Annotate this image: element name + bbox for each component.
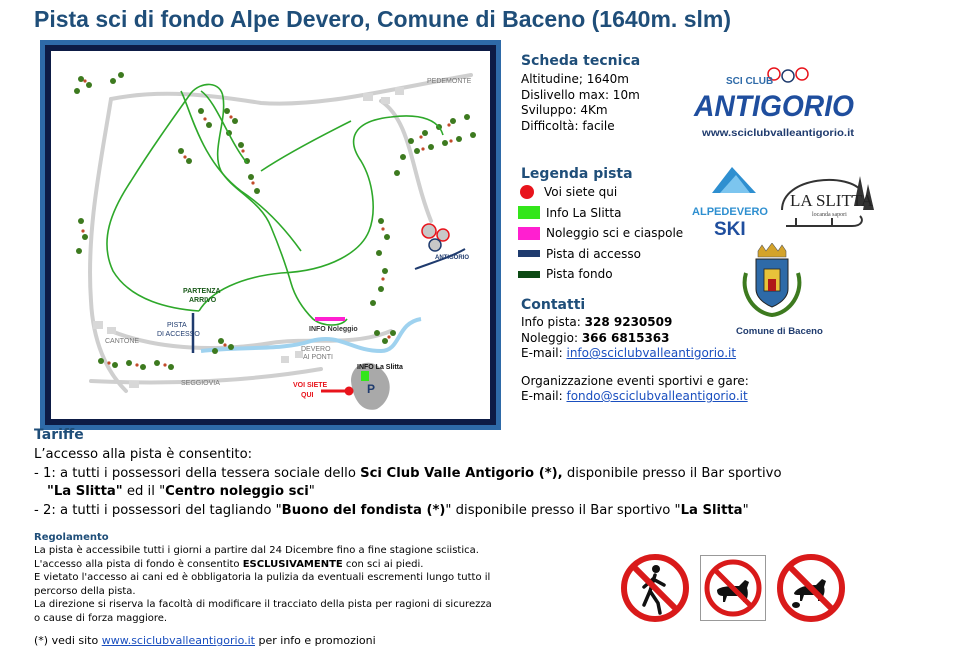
regolamento-text: La pista è accessibile tutti i giorni a …: [34, 545, 492, 624]
laslitta-text: LA SLITTA: [790, 191, 874, 210]
label-devero: DEVERO: [301, 346, 331, 353]
legend-list: Voi siete qui Info La Slitta Noleggio sc…: [518, 182, 683, 285]
scheda-lines: Altitudine; 1640m Dislivello max: 10m Sv…: [521, 72, 640, 134]
map-logo: ANTIGORIO: [414, 223, 469, 270]
antigorio-logo-svg: SCI CLUB ANTIGORIO www.sciclubvalleantig…: [693, 67, 855, 139]
legend-item-info-slitta: Info La Slitta: [518, 203, 683, 224]
footer-site-link[interactable]: www.sciclubvalleantigorio.it: [101, 634, 255, 647]
label-pedemonte: PEDEMONTE: [427, 78, 472, 85]
alpedevero-logo[interactable]: ALPEDEVERO SKI: [690, 165, 770, 240]
scheda-heading: Scheda tecnica: [521, 53, 641, 69]
scheda-line: Sviluppo: 4Km: [521, 103, 608, 117]
contatti-heading: Contatti: [521, 297, 586, 313]
antigorio-url: www.sciclubvalleantigorio.it: [701, 128, 855, 139]
svg-text:ANTIGORIO: ANTIGORIO: [435, 255, 469, 261]
navy-bar-icon: [518, 250, 540, 258]
no-dog-fouling-icon: [776, 553, 846, 623]
fondo-email-link[interactable]: fondo@sciclubvalleantigorio.it: [566, 389, 748, 403]
roads: [88, 73, 473, 393]
label-partenza: PARTENZA: [183, 288, 221, 295]
tariffe-heading: Tariffe: [34, 427, 84, 443]
you-are-here-marker[interactable]: [344, 386, 354, 396]
crest-icon: [742, 242, 802, 318]
no-dogs-icon: [700, 555, 766, 621]
baceno-crest: [736, 242, 808, 318]
label-voi-siete: VOI SIETE: [293, 382, 328, 389]
contatti-block: Info pista: 328 9230509 Noleggio: 366 68…: [521, 315, 749, 403]
label-info-slitta: INFO La Slitta: [357, 364, 403, 371]
org-line: Organizzazione eventi sportivi e gare:: [521, 373, 749, 388]
legend-item-noleggio: Noleggio sci e ciaspole: [518, 223, 683, 244]
info-phone[interactable]: 328 9230509: [584, 315, 673, 329]
scheda-line: Altitudine; 1640m: [521, 72, 629, 86]
buildings: [93, 87, 404, 388]
trees: [74, 72, 476, 370]
info-email-link[interactable]: info@sciclubvalleantigorio.it: [566, 346, 737, 360]
map-svg: P ANTIGORIO PEDEMONTE PARTENZA ARRIVO PI…: [74, 72, 476, 410]
darkgreen-bar-icon: [518, 270, 540, 278]
page-title: Pista sci di fondo Alpe Devero, Comune d…: [34, 6, 731, 32]
ski-track-map[interactable]: P ANTIGORIO PEDEMONTE PARTENZA ARRIVO PI…: [51, 51, 490, 419]
label-arrivo: ARRIVO: [189, 297, 217, 304]
label-di-accesso: DI ACCESSO: [157, 331, 200, 338]
alpedevero-logo-svg: ALPEDEVERO SKI: [692, 167, 768, 240]
label-qui: QUI: [301, 392, 314, 399]
scheda-line: Dislivello max: 10m: [521, 87, 640, 102]
label-seggiovia: SEGGIOVIA: [181, 380, 220, 387]
map-frame: P ANTIGORIO PEDEMONTE PARTENZA ARRIVO PI…: [40, 40, 501, 430]
laslitta-logo-svg: LA SLITTA locanda sapori: [781, 176, 874, 227]
label-ai-ponti: AI PONTI: [303, 354, 333, 361]
antigorio-logo[interactable]: SCI CLUB ANTIGORIO www.sciclubvalleantig…: [690, 64, 860, 144]
green-swatch-icon: [518, 206, 540, 220]
creek: [200, 317, 422, 354]
legenda-heading: Legenda pista: [521, 166, 633, 182]
alpedevero-text: ALPEDEVERO: [692, 206, 768, 218]
magenta-swatch-icon: [518, 226, 540, 240]
info-slitta-marker[interactable]: [361, 371, 369, 381]
ski-text: SKI: [714, 219, 746, 237]
label-pista: PISTA: [167, 322, 187, 329]
parking-label: P: [367, 382, 375, 396]
laslitta-logo[interactable]: LA SLITTA locanda sapori: [776, 166, 876, 238]
laslitta-sub: locanda sapori: [812, 212, 847, 218]
no-walking-icon: [620, 553, 690, 623]
regolamento-heading: Regolamento: [34, 532, 109, 543]
scheda-line: Difficoltà: facile: [521, 118, 615, 133]
tariffe-text: L’accesso alla pista è consentito: - 1: …: [34, 447, 782, 518]
legend-item-pista-accesso: Pista di accesso: [518, 244, 683, 265]
label-info-noleggio: INFO Noleggio: [309, 326, 358, 333]
parking-area: [351, 362, 390, 410]
antigorio-top: SCI CLUB: [726, 76, 773, 87]
label-cantone: CANTONE: [105, 338, 139, 345]
antigorio-main: ANTIGORIO: [693, 90, 854, 123]
noleggio-marker[interactable]: [315, 317, 345, 321]
footer-note: (*) vedi sito www.sciclubvalleantigorio.…: [34, 634, 376, 647]
legend-item-voi-siete-qui: Voi siete qui: [518, 182, 683, 203]
legend-item-pista-fondo: Pista fondo: [518, 264, 683, 285]
red-dot-icon: [520, 185, 534, 200]
comune-label: Comune di Baceno: [736, 326, 823, 337]
pista-fondo-track: [106, 83, 444, 326]
noleggio-phone[interactable]: 366 6815363: [581, 330, 670, 345]
